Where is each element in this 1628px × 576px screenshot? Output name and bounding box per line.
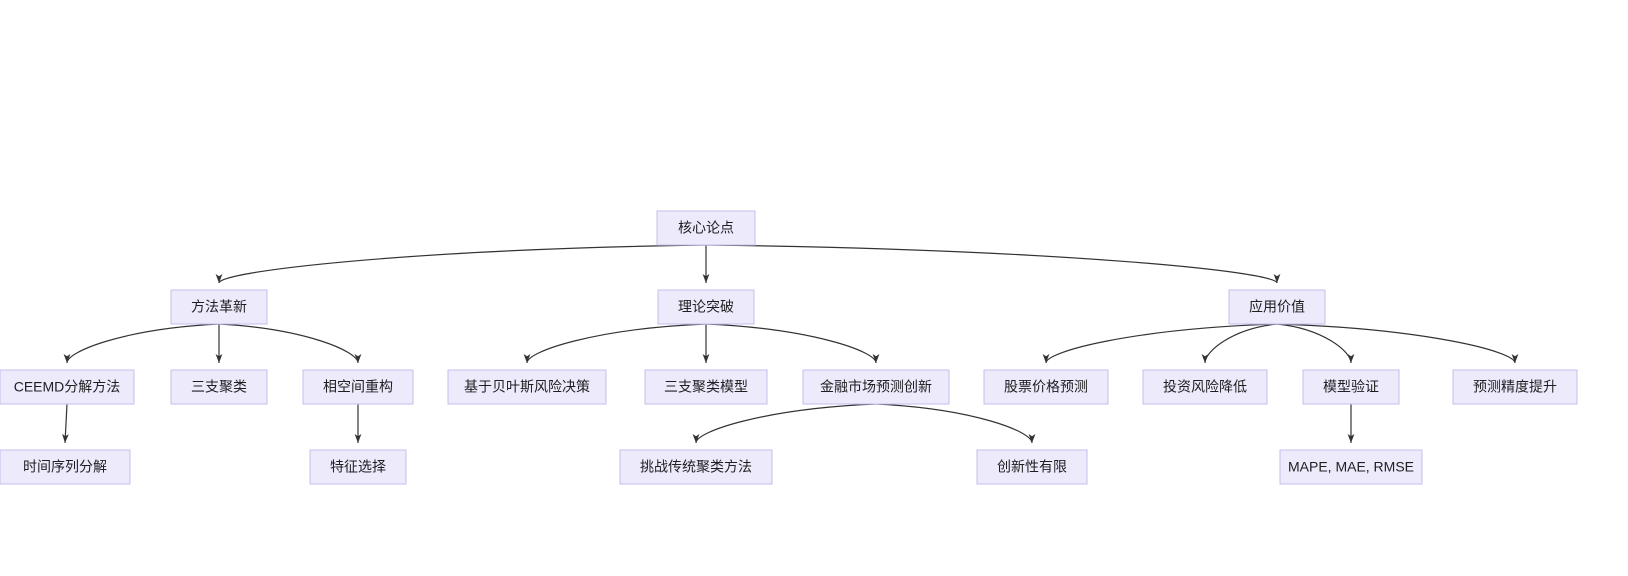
node-label-l2b1: 基于贝叶斯风险决策 — [464, 379, 590, 395]
node-box-l2c2[interactable] — [1142, 369, 1268, 405]
edge-l2b3-to-l3b3a — [692, 403, 877, 444]
node-l1a[interactable]: 方法革新 — [170, 289, 268, 325]
node-l2c3[interactable]: 模型验证 — [1302, 369, 1400, 405]
node-l2b3[interactable]: 金融市场预测创新 — [802, 369, 950, 405]
node-label-l3a3: 特征选择 — [330, 459, 386, 475]
node-l1b[interactable]: 理论突破 — [657, 289, 755, 325]
node-box-l2c3[interactable] — [1302, 369, 1400, 405]
node-label-l3a1: 时间序列分解 — [23, 459, 107, 475]
node-l3b3a[interactable]: 挑战传统聚类方法 — [619, 449, 773, 485]
edge-l1b-to-l2b3 — [705, 323, 880, 364]
edge-l1c-to-l2c3 — [1276, 323, 1355, 364]
node-label-l2c1: 股票价格预测 — [1004, 379, 1088, 395]
edge-l2b3-to-l3b3b — [875, 403, 1036, 444]
node-label-l2a1: CEEMD分解方法 — [14, 379, 121, 395]
node-root[interactable]: 核心论点 — [656, 210, 756, 246]
node-label-l2c4: 预测精度提升 — [1473, 379, 1557, 395]
node-box-l2a2[interactable] — [170, 369, 268, 405]
node-l2a1[interactable]: CEEMD分解方法 — [0, 369, 135, 405]
node-box-l3b3a[interactable] — [619, 449, 773, 485]
node-box-l2b2[interactable] — [644, 369, 768, 405]
edges-layer — [62, 244, 1519, 444]
node-l3a3[interactable]: 特征选择 — [309, 449, 407, 485]
node-l1c[interactable]: 应用价值 — [1228, 289, 1326, 325]
node-l2a2[interactable]: 三支聚类 — [170, 369, 268, 405]
edge-l1c-to-l2c4 — [1276, 323, 1519, 364]
node-label-root: 核心论点 — [678, 220, 734, 236]
node-label-l2a3: 相空间重构 — [323, 379, 393, 395]
node-label-l1a: 方法革新 — [191, 299, 247, 315]
node-box-l3c3[interactable] — [1279, 449, 1423, 485]
node-label-l1b: 理论突破 — [678, 299, 734, 315]
edge-l1a-to-l2a3 — [218, 323, 362, 364]
node-label-l2b2: 三支聚类模型 — [664, 379, 748, 395]
edge-l1c-to-l2c2 — [1201, 323, 1278, 364]
node-label-l3b3b: 创新性有限 — [997, 459, 1067, 475]
node-box-l3a3[interactable] — [309, 449, 407, 485]
node-l3a1[interactable]: 时间序列分解 — [0, 449, 131, 485]
node-box-l3b3b[interactable] — [976, 449, 1088, 485]
node-box-l3a1[interactable] — [0, 449, 131, 485]
node-label-l2a2: 三支聚类 — [191, 379, 247, 395]
node-l2b2[interactable]: 三支聚类模型 — [644, 369, 768, 405]
edge-l1b-to-l2b1 — [523, 323, 707, 364]
node-box-l2a1[interactable] — [0, 369, 135, 405]
node-box-l1b[interactable] — [657, 289, 755, 325]
edge-l1a-to-l2a1 — [63, 323, 220, 364]
node-l2b1[interactable]: 基于贝叶斯风险决策 — [447, 369, 607, 405]
node-l3c3[interactable]: MAPE, MAE, RMSE — [1279, 449, 1423, 485]
node-l2c1[interactable]: 股票价格预测 — [983, 369, 1109, 405]
node-box-l1c[interactable] — [1228, 289, 1326, 325]
node-box-l2c4[interactable] — [1452, 369, 1578, 405]
node-box-l2b1[interactable] — [447, 369, 607, 405]
node-label-l3c3: MAPE, MAE, RMSE — [1288, 459, 1414, 475]
node-box-l2c1[interactable] — [983, 369, 1109, 405]
node-label-l1c: 应用价值 — [1249, 299, 1305, 315]
node-box-l2b3[interactable] — [802, 369, 950, 405]
edge-root-to-l1a — [215, 244, 707, 284]
node-l2c4[interactable]: 预测精度提升 — [1452, 369, 1578, 405]
node-label-l2c2: 投资风险降低 — [1163, 379, 1247, 395]
node-label-l3b3a: 挑战传统聚类方法 — [640, 459, 752, 475]
node-box-l1a[interactable] — [170, 289, 268, 325]
node-label-l2c3: 模型验证 — [1323, 379, 1379, 395]
node-label-l2b3: 金融市场预测创新 — [820, 379, 932, 395]
edge-root-to-l1c — [705, 244, 1281, 284]
node-box-root[interactable] — [656, 210, 756, 246]
node-l2a3[interactable]: 相空间重构 — [302, 369, 414, 405]
node-l2c2[interactable]: 投资风险降低 — [1142, 369, 1268, 405]
node-box-l2a3[interactable] — [302, 369, 414, 405]
node-l3b3b[interactable]: 创新性有限 — [976, 449, 1088, 485]
edge-l1c-to-l2c1 — [1042, 323, 1278, 364]
edge-l2a1-to-l3a1 — [62, 403, 69, 444]
